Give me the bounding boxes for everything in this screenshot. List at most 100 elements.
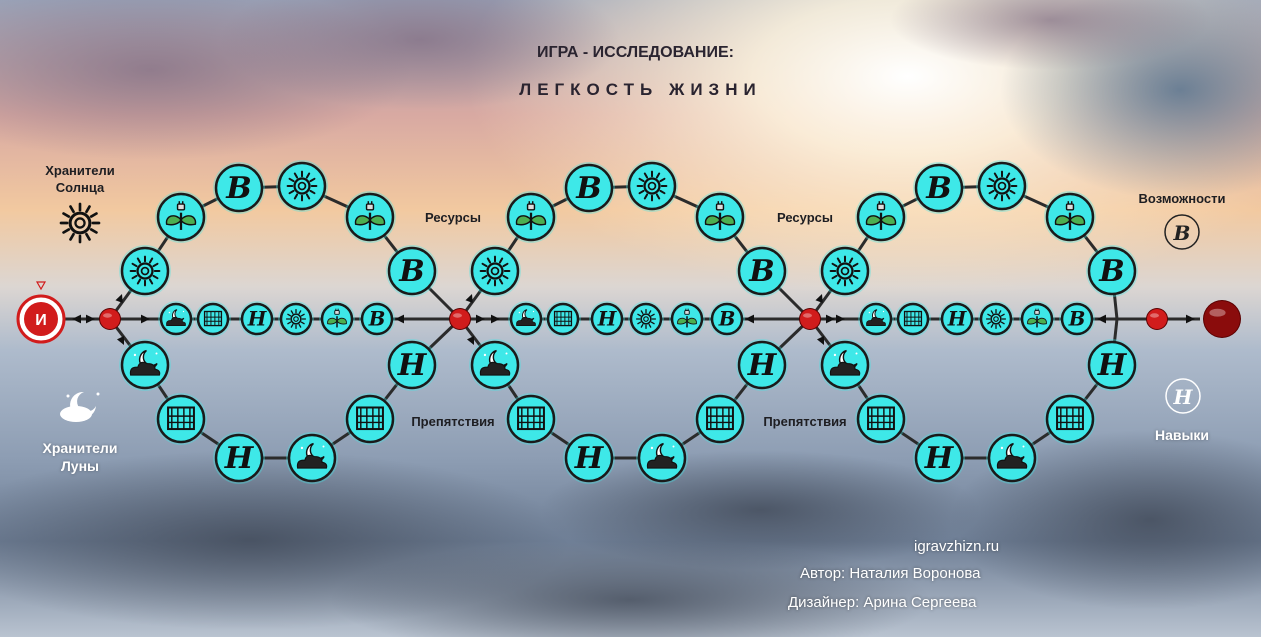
loop1-center-cell-3[interactable]: Н bbox=[239, 301, 275, 337]
loop1-top-cell-1[interactable] bbox=[119, 245, 171, 297]
plant-icon bbox=[354, 201, 386, 230]
loop2-center-cell-5[interactable] bbox=[669, 301, 705, 337]
sun-icon bbox=[636, 170, 668, 202]
loop3-center-cell-5[interactable] bbox=[1019, 301, 1055, 337]
plant-icon bbox=[1054, 201, 1086, 230]
letter-v-icon: В bbox=[398, 254, 425, 289]
loop2-bottom-cell-2[interactable] bbox=[505, 393, 557, 445]
loop1-top-cell-3[interactable]: В bbox=[213, 162, 265, 214]
loop1-center-cell-2[interactable] bbox=[195, 301, 231, 337]
loop1-center-cell-5[interactable] bbox=[319, 301, 355, 337]
loop2-top-cell-2[interactable] bbox=[505, 191, 557, 243]
loop3-center-cell-3[interactable]: Н bbox=[939, 301, 975, 337]
game-title-line1: ИГРА - ИССЛЕДОВАНИЕ: bbox=[537, 44, 734, 61]
loop3-bottom-cell-3[interactable]: Н bbox=[913, 432, 965, 484]
loop1-bottom-cell-4[interactable] bbox=[286, 432, 338, 484]
letter-n-icon: Н bbox=[1097, 348, 1128, 383]
loop2-center-cell-6[interactable]: В bbox=[709, 301, 745, 337]
letter-v-icon: В bbox=[925, 171, 952, 206]
junction-node-1[interactable] bbox=[99, 308, 121, 330]
sun-icon bbox=[829, 255, 861, 287]
fence-icon bbox=[867, 406, 895, 431]
fence-icon bbox=[903, 310, 923, 327]
fence-icon bbox=[1056, 406, 1084, 431]
loop2-center-cell-4[interactable] bbox=[628, 301, 664, 337]
loop2-top-cell-1[interactable] bbox=[469, 245, 521, 297]
loop2-bottom-cell-5[interactable] bbox=[694, 393, 746, 445]
loop1-top-cell-2[interactable] bbox=[155, 191, 207, 243]
loop2-bottom-cell-3[interactable]: Н bbox=[563, 432, 615, 484]
site-url[interactable]: igravzhizn.ru bbox=[914, 538, 1000, 555]
cloud-moon-icon bbox=[829, 349, 861, 376]
loop3-center-cell-4[interactable] bbox=[978, 301, 1014, 337]
loop2-top-cell-5[interactable] bbox=[694, 191, 746, 243]
loop3-top-cell-6[interactable]: В bbox=[1086, 245, 1138, 297]
loop1-bottom-cell-2[interactable] bbox=[155, 393, 207, 445]
plant-icon bbox=[165, 201, 197, 230]
loop1-bottom-cell-5[interactable] bbox=[344, 393, 396, 445]
loop3-top-cell-2[interactable] bbox=[855, 191, 907, 243]
plant-icon bbox=[515, 201, 547, 230]
finish-node[interactable] bbox=[1203, 300, 1241, 338]
loop1-top-cell-5[interactable] bbox=[344, 191, 396, 243]
loop2-center-cell-1[interactable] bbox=[508, 301, 544, 337]
loop1-bottom-cell-6[interactable]: Н bbox=[386, 339, 438, 391]
loop3-top-cell-4[interactable] bbox=[976, 160, 1028, 212]
loop1-bottom-cell-3[interactable]: Н bbox=[213, 432, 265, 484]
junction-node-2[interactable] bbox=[449, 308, 471, 330]
skills-label: Навыки bbox=[1154, 427, 1210, 443]
loop3-bottom-cell-6[interactable]: Н bbox=[1086, 339, 1138, 391]
cloud-moon-icon bbox=[166, 309, 186, 326]
junction-node-4[interactable] bbox=[1146, 308, 1168, 330]
loop2-top-cell-3[interactable]: В bbox=[563, 162, 615, 214]
cloud-moon-icon bbox=[296, 442, 328, 469]
author-credit: Автор: Наталия Воронова bbox=[800, 565, 981, 582]
loop3-top-cell-3[interactable]: В bbox=[913, 162, 965, 214]
loop1-center-cell-6[interactable]: В bbox=[359, 301, 395, 337]
cloud-moon-icon bbox=[516, 309, 536, 326]
sun-icon bbox=[986, 170, 1018, 202]
loop3-top-cell-1[interactable] bbox=[819, 245, 871, 297]
loop3-top-cell-5[interactable] bbox=[1044, 191, 1096, 243]
loop3-center-cell-2[interactable] bbox=[895, 301, 931, 337]
loop3-center-cell-6[interactable]: В bbox=[1059, 301, 1095, 337]
loop3-bottom-cell-5[interactable] bbox=[1044, 393, 1096, 445]
sun-icon bbox=[285, 308, 307, 330]
start-node[interactable]: И bbox=[16, 281, 66, 344]
letter-v-icon: В bbox=[575, 171, 602, 206]
loop3-bottom-cell-4[interactable] bbox=[986, 432, 1038, 484]
letter-n-icon: Н bbox=[597, 307, 618, 330]
loop2-bottom-cell-6[interactable]: Н bbox=[736, 339, 788, 391]
moon-keepers-label: Хранители Луны bbox=[42, 440, 118, 474]
loop2-top-cell-6[interactable]: В bbox=[736, 245, 788, 297]
loop3-bottom-cell-1[interactable] bbox=[819, 339, 871, 391]
loop1-bottom-cell-1[interactable] bbox=[119, 339, 171, 391]
designer-credit: Дизайнер: Арина Сергеева bbox=[788, 594, 977, 611]
loop2-bottom-cell-1[interactable] bbox=[469, 339, 521, 391]
obstacles-label-2: Препятствия bbox=[763, 414, 847, 429]
loop3-center-cell-1[interactable] bbox=[858, 301, 894, 337]
start-marker-icon bbox=[35, 281, 47, 291]
opportunities-label: Возможности bbox=[1138, 191, 1226, 206]
sun-icon bbox=[286, 170, 318, 202]
resources-label-2: Ресурсы bbox=[777, 210, 833, 225]
loop1-center-cell-4[interactable] bbox=[278, 301, 314, 337]
fence-icon bbox=[706, 406, 734, 431]
letter-v-icon: В bbox=[1098, 254, 1125, 289]
loop2-bottom-cell-4[interactable] bbox=[636, 432, 688, 484]
loop2-center-cell-2[interactable] bbox=[545, 301, 581, 337]
letter-v-icon: В bbox=[225, 171, 252, 206]
loop2-center-cell-3[interactable]: Н bbox=[589, 301, 625, 337]
loop1-center-cell-1[interactable] bbox=[158, 301, 194, 337]
loop2-top-cell-4[interactable] bbox=[626, 160, 678, 212]
loop3-bottom-cell-2[interactable] bbox=[855, 393, 907, 445]
loop1-top-cell-4[interactable] bbox=[276, 160, 328, 212]
skill-legend-icon: Н bbox=[1165, 378, 1201, 414]
junction-node-3[interactable] bbox=[799, 308, 821, 330]
game-title-line2: ЛЕГКОСТЬ ЖИЗНИ bbox=[519, 80, 762, 99]
fence-icon bbox=[553, 310, 573, 327]
letter-n-icon: Н bbox=[397, 348, 428, 383]
loop1-top-cell-6[interactable]: В bbox=[386, 245, 438, 297]
sun-icon bbox=[479, 255, 511, 287]
cloud-moon-icon bbox=[996, 442, 1028, 469]
